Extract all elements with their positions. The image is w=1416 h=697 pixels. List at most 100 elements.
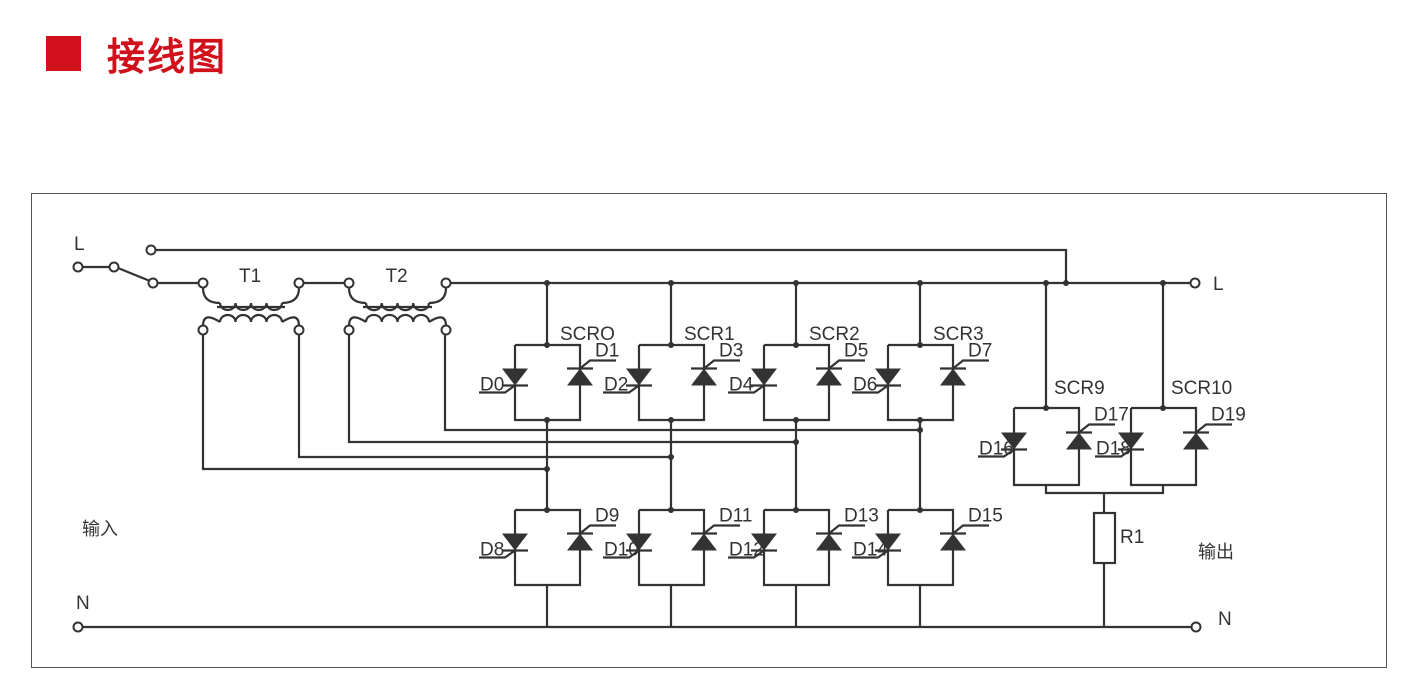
terminal [145, 244, 157, 256]
scr-box [762, 508, 831, 587]
secondary-wire [201, 334, 547, 471]
transformer-lead [201, 316, 221, 327]
terminal [293, 277, 305, 289]
terminal [440, 324, 452, 336]
scr-label: SCR1 [684, 324, 735, 345]
diode-icon [875, 533, 901, 551]
terminal [147, 277, 159, 289]
diode-icon [816, 368, 842, 386]
diode-icon [502, 533, 528, 551]
terminal [72, 261, 84, 273]
diode-label: D15 [968, 506, 1003, 527]
page-title: 接线图 [107, 35, 228, 79]
input-l-label: L [74, 234, 85, 255]
diode-label: D18 [1096, 439, 1131, 460]
gate-lead [1195, 423, 1232, 434]
scr-box [1012, 406, 1081, 487]
scr-label: SCR10 [1171, 378, 1232, 399]
transformer-lead [347, 287, 367, 305]
gate-lead [828, 524, 865, 535]
gate-lead [479, 549, 516, 559]
gate-lead [728, 549, 765, 559]
terminal [72, 621, 84, 633]
terminal [197, 324, 209, 336]
scr-box [762, 343, 831, 422]
diode-label: D3 [719, 341, 743, 362]
transformer-label-T1: T1 [239, 266, 261, 287]
gate-lead [579, 524, 616, 535]
gate-lead [952, 359, 989, 370]
transformer-lead [281, 287, 301, 305]
diode-label: D11 [719, 506, 752, 527]
diode-icon [502, 368, 528, 386]
scr-label: SCRO [560, 324, 615, 345]
diode-icon [875, 368, 901, 386]
diode-label: D9 [595, 506, 619, 527]
diode-label: D12 [729, 540, 764, 561]
diode-icon [1118, 432, 1144, 450]
junction-dot [1063, 280, 1069, 286]
gate-lead [828, 359, 865, 370]
diode-icon [626, 533, 652, 551]
scr-box [886, 343, 955, 422]
diode-icon [940, 368, 966, 386]
transformer-lead [201, 287, 221, 305]
gate-lead [603, 384, 640, 394]
transformer-lead [428, 316, 448, 327]
diode-icon [816, 533, 842, 551]
resistor-label: R1 [1120, 527, 1144, 548]
wire [1044, 485, 1165, 495]
diode-icon [751, 368, 777, 386]
gate-lead [703, 359, 740, 370]
terminal [197, 277, 209, 289]
transformer-coil [218, 313, 284, 323]
gate-lead [1078, 423, 1115, 434]
secondary-wire [347, 334, 796, 444]
diode-icon [1066, 432, 1092, 450]
gate-lead [852, 549, 889, 559]
scr-box [1129, 406, 1198, 487]
transformer-lead [281, 316, 301, 327]
terminal [343, 324, 355, 336]
switch-blade [117, 266, 151, 283]
scr-box [886, 508, 955, 587]
wire [156, 248, 1068, 283]
scr-box [637, 508, 706, 587]
diode-icon [567, 368, 593, 386]
gate-lead [603, 549, 640, 559]
diode-icon [1001, 432, 1027, 450]
junction-dot [917, 427, 923, 433]
gate-lead [852, 384, 889, 394]
scr-box [513, 343, 582, 422]
gate-lead [479, 384, 516, 394]
terminal [440, 277, 452, 289]
scr-box [637, 343, 706, 422]
diode-label: D6 [853, 375, 877, 396]
diode-label: D0 [480, 375, 504, 396]
gate-lead [728, 384, 765, 394]
header: 接线图 [46, 26, 227, 81]
gate-lead [703, 524, 740, 535]
gate-lead [579, 359, 616, 370]
scr-box [513, 508, 582, 587]
scr-label: SCR3 [933, 324, 984, 345]
junction-dot [544, 466, 550, 472]
diode-label: D4 [729, 375, 754, 396]
junction-dot [668, 454, 674, 460]
red-square-icon [46, 36, 81, 71]
secondary-wire [297, 334, 671, 459]
terminal [108, 261, 120, 273]
scr-label: SCR9 [1054, 378, 1105, 399]
scr-label: SCR2 [809, 324, 860, 345]
output-n-label: N [1218, 609, 1232, 630]
gate-lead [952, 524, 989, 535]
diode-icon [691, 533, 717, 551]
transformer-label-T2: T2 [386, 266, 408, 287]
diode-icon [626, 368, 652, 386]
transformer-coil [364, 302, 431, 312]
diode-icon [691, 368, 717, 386]
diode-label: D10 [604, 540, 639, 561]
terminal [1189, 277, 1201, 289]
diode-icon [1183, 432, 1209, 450]
